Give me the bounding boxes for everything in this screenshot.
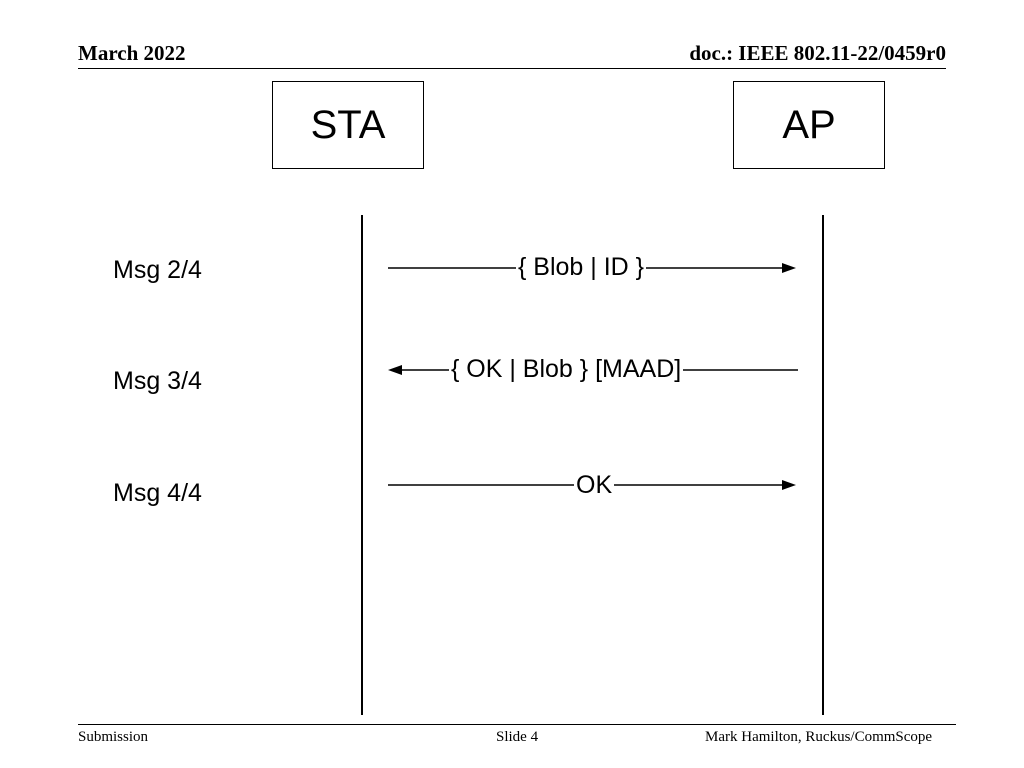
msg-label-4: Msg 4/4 [113, 479, 202, 507]
msg-label-2: Msg 2/4 [113, 256, 202, 284]
footer-submission: Submission [78, 729, 149, 745]
header-rule [78, 68, 946, 69]
ap-entity-box: AP [733, 81, 885, 169]
msg-3-content: { OK | Blob } [MAAD] [449, 354, 684, 384]
footer-author: Mark Hamilton, Ruckus/CommScope [705, 729, 933, 745]
sta-lifeline [361, 215, 363, 715]
ap-lifeline [822, 215, 824, 715]
msg-label-3: Msg 3/4 [113, 367, 202, 395]
footer-rule [78, 724, 956, 725]
msg-2-content: { Blob | ID } [516, 252, 647, 282]
header-doc-number: doc.: IEEE 802.11-22/0459r0 [689, 41, 946, 65]
msg-4-content: OK [574, 470, 615, 500]
header-date: March 2022 [78, 41, 186, 65]
footer-slide-number: Slide 4 [496, 729, 539, 745]
sta-entity-box: STA [272, 81, 424, 169]
